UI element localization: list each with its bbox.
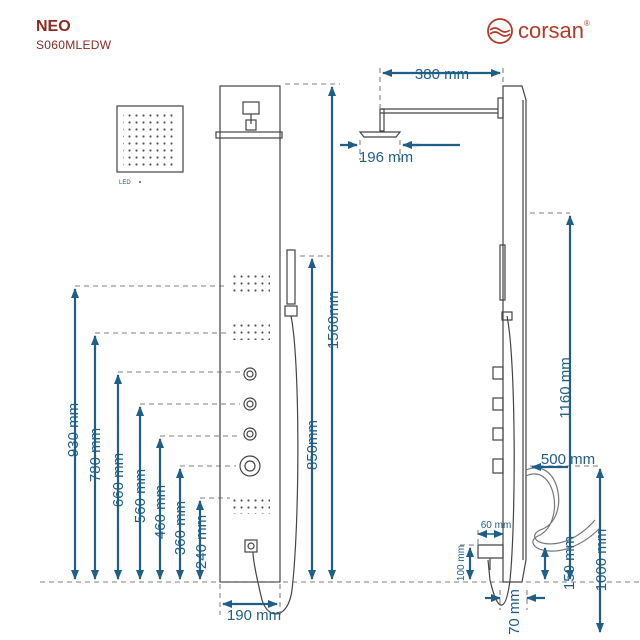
product-title: NEO xyxy=(36,18,71,35)
height-label-780: 780 mm xyxy=(87,428,104,482)
hose-height-label: 1000 mm xyxy=(593,529,610,592)
bottom-depth-label: 70 mm xyxy=(506,589,523,635)
head-size-label: 196 mm xyxy=(359,149,413,166)
outlet-height-label: 150 mm xyxy=(561,536,578,590)
total-height-label: 1560mm xyxy=(325,291,342,349)
registered-mark: ® xyxy=(584,18,590,28)
height-label-930: 930 mm xyxy=(65,403,82,457)
model-number: S060MLEDW xyxy=(36,38,112,52)
width-label: 190 mm xyxy=(227,607,281,624)
handshower-height-label: 850mm xyxy=(304,420,321,470)
led-indicator-dot xyxy=(139,181,141,183)
brand-logo: corsan ® xyxy=(486,16,590,46)
side-dimension-arrows xyxy=(340,69,604,633)
outlet-drop-label: 100 mm xyxy=(456,545,467,581)
upper-height-label: 1160 mm xyxy=(557,357,574,418)
arm-length-label: 380 mm xyxy=(415,66,469,83)
height-label-660: 660 mm xyxy=(110,453,127,507)
overhead-shower-head-drawing xyxy=(116,105,184,173)
height-label-560: 560 mm xyxy=(132,469,149,523)
brand-name: corsan xyxy=(518,18,585,43)
led-label: LED xyxy=(119,180,131,186)
outlet-width-label: 60 mm xyxy=(481,520,512,531)
wave-logo-icon xyxy=(487,18,513,44)
shower-panel-front-view xyxy=(215,85,299,615)
height-label-460: 460 mm xyxy=(152,485,169,539)
height-label-360: 360 mm xyxy=(172,501,189,555)
height-label-240: 240 mm xyxy=(193,515,210,569)
front-dimension-arrows xyxy=(71,86,336,608)
front-reference-lines xyxy=(40,83,640,615)
hose-length-label: 500 mm xyxy=(541,451,595,468)
shower-panel-side-view xyxy=(358,85,601,606)
